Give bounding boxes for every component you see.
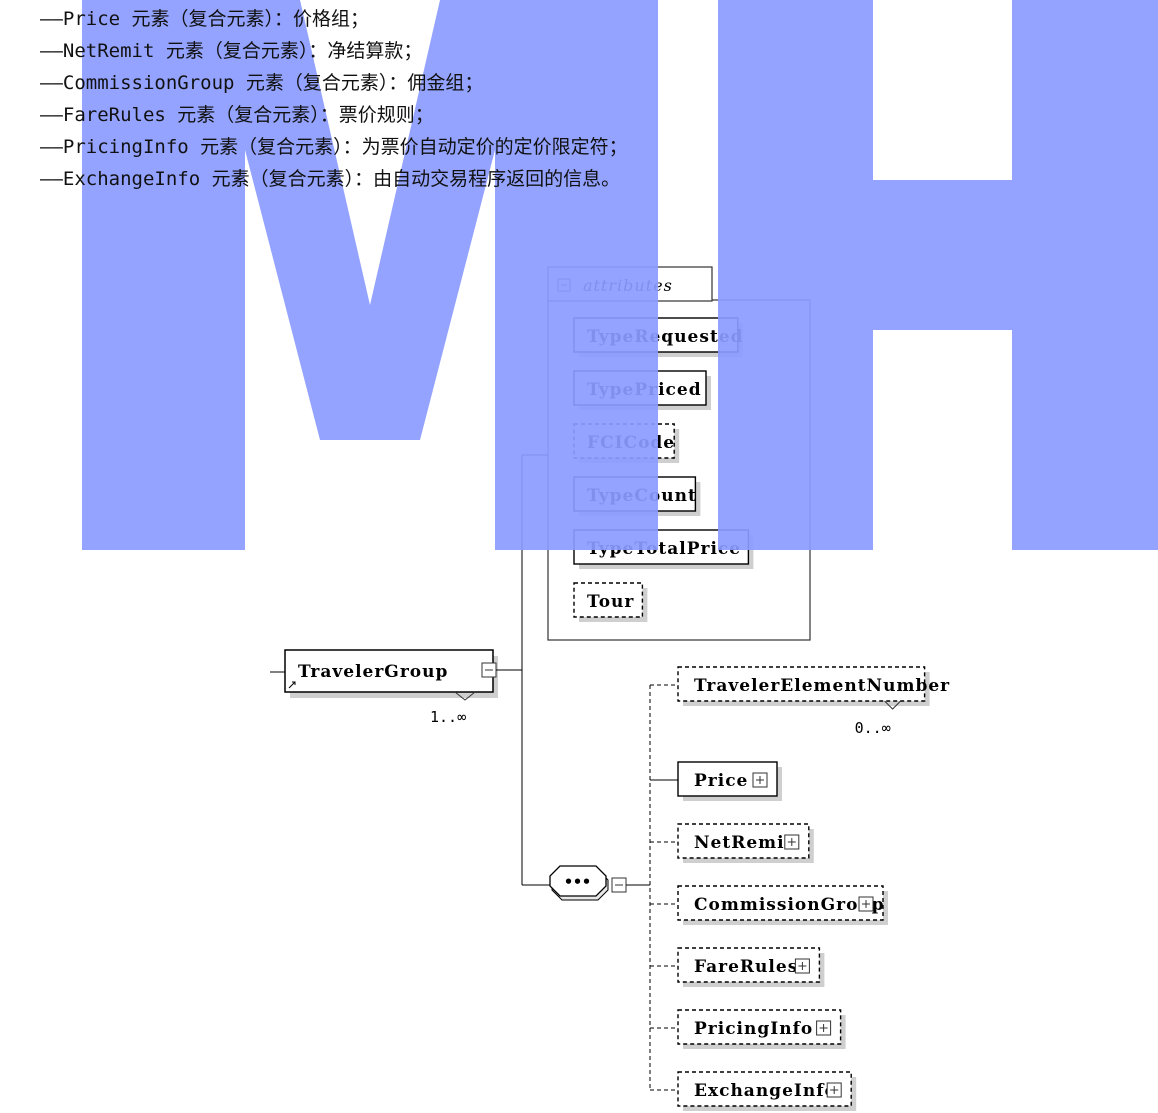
sequence-compositor[interactable]: ••• bbox=[549, 865, 650, 901]
child-element-commissiongroup[interactable]: CommissionGroup bbox=[677, 885, 888, 925]
attribute-label: TypePriced bbox=[587, 380, 702, 400]
child-element-label: PricingInfo bbox=[694, 1019, 813, 1039]
attribute-fcicode[interactable]: FCICode bbox=[573, 423, 680, 463]
attribute-label: TypeCount bbox=[587, 486, 697, 506]
sequence-symbol: ••• bbox=[564, 873, 591, 891]
attribute-typetotalprice[interactable]: TypeTotalPrice bbox=[573, 529, 754, 569]
attributes-header: attributes bbox=[583, 276, 673, 295]
attribute-typerequested[interactable]: TypeRequested bbox=[573, 317, 744, 357]
root-occurrence: 1..∞ bbox=[430, 708, 466, 726]
description-line-exchangeinfo: ——ExchangeInfo 元素（复合元素）：由自动交易程序返回的信息。 bbox=[40, 168, 621, 190]
child-occurrence: 0..∞ bbox=[855, 719, 891, 737]
child-element-label: CommissionGroup bbox=[694, 895, 885, 915]
child-element-label: NetRemit bbox=[694, 833, 793, 853]
description-line-price: ——Price 元素（复合元素）：价格组； bbox=[40, 8, 370, 30]
description-line-netremit: ——NetRemit 元素（复合元素）：净结算款； bbox=[40, 40, 423, 62]
child-element-pricinginfo[interactable]: PricingInfo bbox=[677, 1009, 846, 1049]
child-element-farerules[interactable]: FareRules bbox=[677, 947, 825, 987]
description-line-pricinginfo: ——PricingInfo 元素（复合元素）：为票价自动定价的定价限定符； bbox=[40, 136, 628, 158]
attribute-label: Tour bbox=[587, 592, 634, 612]
child-element-label: TravelerElementNumber bbox=[694, 676, 950, 696]
attribute-list: TypeRequestedTypePricedFCICodeTypeCountT… bbox=[573, 317, 754, 622]
child-element-label: Price bbox=[694, 771, 748, 791]
child-element-exchangeinfo[interactable]: ExchangeInfo bbox=[677, 1071, 857, 1111]
child-element-label: FareRules bbox=[694, 957, 798, 977]
child-element-price[interactable]: Price bbox=[677, 761, 782, 801]
child-element-netremit[interactable]: NetRemit bbox=[677, 823, 814, 863]
attribute-typepriced[interactable]: TypePriced bbox=[573, 370, 711, 410]
attribute-tour[interactable]: Tour bbox=[573, 582, 648, 622]
child-connectors bbox=[649, 684, 678, 1091]
root-element-label: TravelerGroup bbox=[298, 662, 448, 682]
reference-arrow-icon bbox=[288, 681, 296, 689]
child-elements: TravelerElementNumber 0..∞ PriceNetRemitCo… bbox=[677, 666, 950, 1111]
attribute-label: TypeRequested bbox=[587, 327, 744, 347]
attribute-typecount[interactable]: TypeCount bbox=[573, 476, 701, 516]
description-line-commissiongroup: ——CommissionGroup 元素（复合元素）：佣金组； bbox=[40, 72, 484, 94]
attribute-label: FCICode bbox=[587, 433, 675, 453]
root-element-travelergroup[interactable]: TravelerGroup 1..∞ bbox=[270, 649, 498, 726]
description-line-farerules: ——FareRules 元素（复合元素）：票价规则； bbox=[40, 104, 434, 126]
child-element-travelerelementnumber[interactable]: TravelerElementNumber 0..∞ bbox=[677, 666, 950, 737]
child-element-label: ExchangeInfo bbox=[694, 1081, 837, 1101]
attribute-label: TypeTotalPrice bbox=[587, 539, 741, 559]
